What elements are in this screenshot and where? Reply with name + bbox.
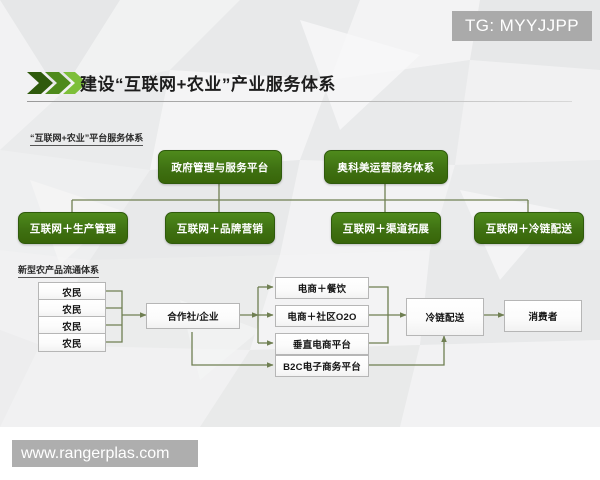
chevrons-icon: [27, 71, 87, 95]
box-internet-production-management[interactable]: 互联网＋生产管理: [18, 212, 128, 244]
box-vertical-ecommerce-platform[interactable]: 垂直电商平台: [275, 333, 369, 355]
telegram-watermark: TG: MYYJJPP: [452, 11, 592, 41]
box-internet-cold-chain-delivery[interactable]: 互联网＋冷链配送: [474, 212, 584, 244]
website-watermark: www.rangerplas.com: [12, 440, 198, 467]
box-b2c-ecommerce-platform[interactable]: B2C电子商务平台: [275, 355, 369, 377]
box-ecommerce-community-o2o[interactable]: 电商＋社区O2O: [275, 305, 369, 327]
slide-header: 建设“互联网+农业”产业服务体系: [0, 62, 600, 104]
page-title: 建设“互联网+农业”产业服务体系: [80, 75, 336, 94]
box-aokemei-operation[interactable]: 奥科美运营服务体系: [324, 150, 448, 184]
header-divider: [27, 101, 572, 102]
box-consumer[interactable]: 消费者: [504, 300, 582, 332]
box-ecommerce-catering[interactable]: 电商＋餐饮: [275, 277, 369, 299]
section-label-platform: “互联网+农业”平台服务体系: [30, 131, 144, 146]
box-farmer-4[interactable]: 农民: [38, 333, 106, 352]
box-internet-channel-expansion[interactable]: 互联网＋渠道拓展: [331, 212, 441, 244]
section-label-circulation: 新型农产品流通体系: [18, 263, 100, 278]
box-cooperative-enterprise[interactable]: 合作社/企业: [146, 303, 240, 329]
box-cold-chain-distribution[interactable]: 冷链配送: [406, 298, 484, 336]
box-internet-brand-marketing[interactable]: 互联网＋品牌营销: [165, 212, 275, 244]
box-government-platform[interactable]: 政府管理与服务平台: [158, 150, 282, 184]
